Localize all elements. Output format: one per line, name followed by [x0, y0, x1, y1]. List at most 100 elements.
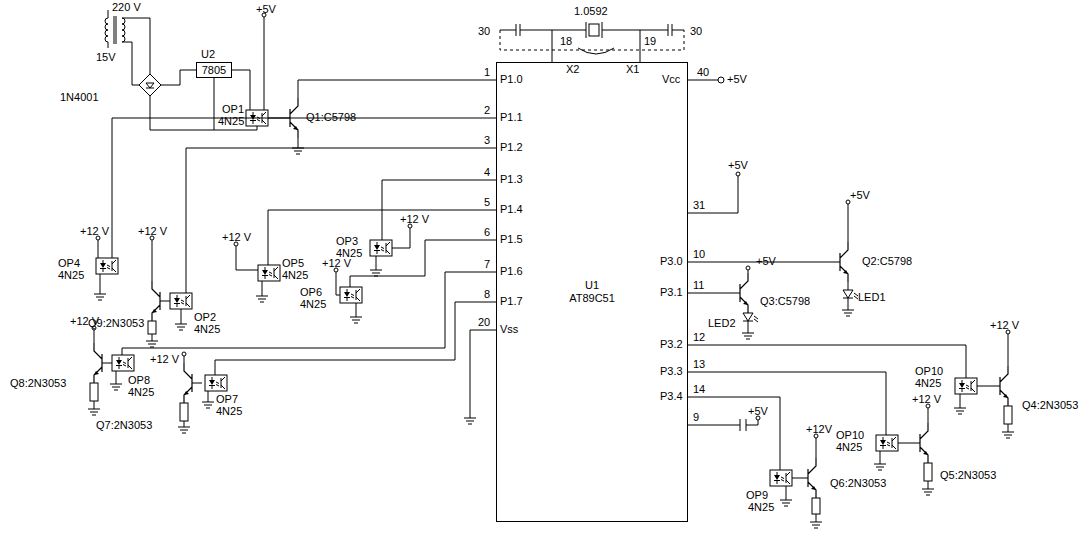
crystal-circuit — [500, 22, 684, 62]
supply-label: +5V — [256, 4, 276, 15]
pin-name: P3.0 — [660, 256, 683, 267]
part-label: 1.0592 — [574, 6, 608, 17]
ground-symbol — [810, 518, 822, 528]
wire — [236, 210, 496, 292]
ground-symbol — [256, 292, 268, 302]
transistor-symbol — [184, 363, 202, 403]
supply-label: +12 V — [322, 258, 351, 269]
optocoupler-symbol — [96, 110, 977, 486]
part-label: OP10 — [915, 366, 943, 377]
part-label: OP7 — [216, 394, 238, 405]
led-symbol — [843, 290, 858, 299]
ground-symbol — [464, 414, 476, 424]
pin-number: 7 — [484, 259, 490, 270]
ground-symbol — [350, 313, 362, 323]
supply-label: +12V — [806, 424, 832, 435]
supply-label: +5V — [727, 74, 747, 85]
ground-symbol — [146, 337, 158, 347]
supply-label: +12 V — [70, 316, 99, 327]
power-supply — [122, 18, 125, 42]
ground-symbol — [110, 380, 122, 390]
ground-symbol — [742, 329, 754, 339]
wire — [688, 397, 816, 518]
part-label: 4N25 — [300, 299, 326, 310]
pin-number: 19 — [644, 36, 656, 47]
part-label: 4N25 — [915, 378, 941, 389]
ground-symbol — [202, 398, 214, 408]
pin-number: 2 — [484, 105, 490, 116]
supply-label: 220 V — [112, 2, 141, 13]
supply-label: +5V — [728, 160, 748, 171]
pin-name: P1.2 — [500, 142, 523, 153]
crystal-circuit — [578, 48, 614, 54]
wire — [94, 272, 496, 405]
led-symbol — [743, 313, 758, 322]
pin-number: 40 — [697, 67, 709, 78]
pin-number: 13 — [693, 359, 705, 370]
part-label: OP3 — [336, 236, 358, 247]
part-label: OP2 — [194, 312, 216, 323]
supply-label: +12 V — [990, 320, 1019, 331]
pin-name: P3.3 — [660, 366, 683, 377]
supply-label: 15V — [96, 52, 116, 63]
resistor-symbol — [90, 321, 1012, 514]
part-label: 4N25 — [194, 324, 220, 335]
crystal-circuit — [500, 30, 684, 50]
transistor-label: Q1:C5798 — [306, 112, 356, 123]
crystal-circuit — [552, 22, 640, 62]
ground-symbol — [780, 496, 792, 506]
ground-symbol — [178, 423, 190, 433]
wire — [182, 352, 186, 356]
pin-name: P3.4 — [660, 391, 683, 402]
wire — [846, 200, 850, 204]
optocoupler-symbol — [258, 265, 280, 281]
pin-number: 5 — [484, 197, 490, 208]
pin-name: P1.6 — [500, 266, 523, 277]
transistor-label: Q6:2N3053 — [830, 478, 886, 489]
wire — [98, 118, 496, 290]
part-label: OP6 — [300, 287, 322, 298]
pin-name: X2 — [566, 64, 579, 75]
pin-name: P1.3 — [500, 174, 523, 185]
transistor-symbol — [730, 273, 748, 313]
pin-name: Vcc — [662, 74, 680, 85]
transistor-symbol — [910, 423, 928, 463]
part-label: AT89C51 — [569, 292, 615, 305]
supply-label: +12 V — [150, 354, 179, 365]
regulator-box: U27805 — [196, 62, 232, 78]
pin-name: P1.5 — [500, 234, 523, 245]
pin-name: P1.0 — [500, 74, 523, 85]
wire — [184, 302, 496, 423]
part-label: OP8 — [128, 375, 150, 386]
transistor-symbol — [152, 281, 170, 321]
optocoupler-symbol — [876, 435, 898, 451]
supply-label: +5V — [850, 190, 870, 201]
resistor-symbol — [812, 498, 820, 514]
wire — [688, 270, 748, 329]
supply-label: +12 V — [912, 394, 941, 405]
ground-symbol — [88, 405, 100, 415]
pin-number: 12 — [693, 332, 705, 343]
part-label: 4N25 — [836, 442, 862, 453]
power-supply — [105, 10, 266, 130]
ground-symbol — [954, 404, 966, 414]
transistor-label: Q2:C5798 — [862, 256, 912, 267]
transistor-symbol — [94, 343, 112, 383]
transistor-symbol — [94, 98, 1008, 498]
ground-symbol — [874, 460, 886, 470]
part-label: OP10 — [836, 430, 864, 441]
part-label: U1 — [585, 279, 599, 292]
ground-symbol — [370, 266, 382, 276]
part-label: 4N25 — [216, 406, 242, 417]
transistor-symbol — [990, 366, 1008, 406]
wire — [470, 330, 496, 414]
optocoupler-symbol — [370, 240, 392, 256]
part-label: OP5 — [282, 258, 304, 269]
optocoupler-symbol — [96, 258, 118, 274]
pin-number: 20 — [478, 317, 490, 328]
wire — [688, 372, 928, 485]
pin-number: 10 — [693, 249, 705, 260]
power-supply — [139, 74, 161, 96]
pin-name: P3.2 — [660, 339, 683, 350]
